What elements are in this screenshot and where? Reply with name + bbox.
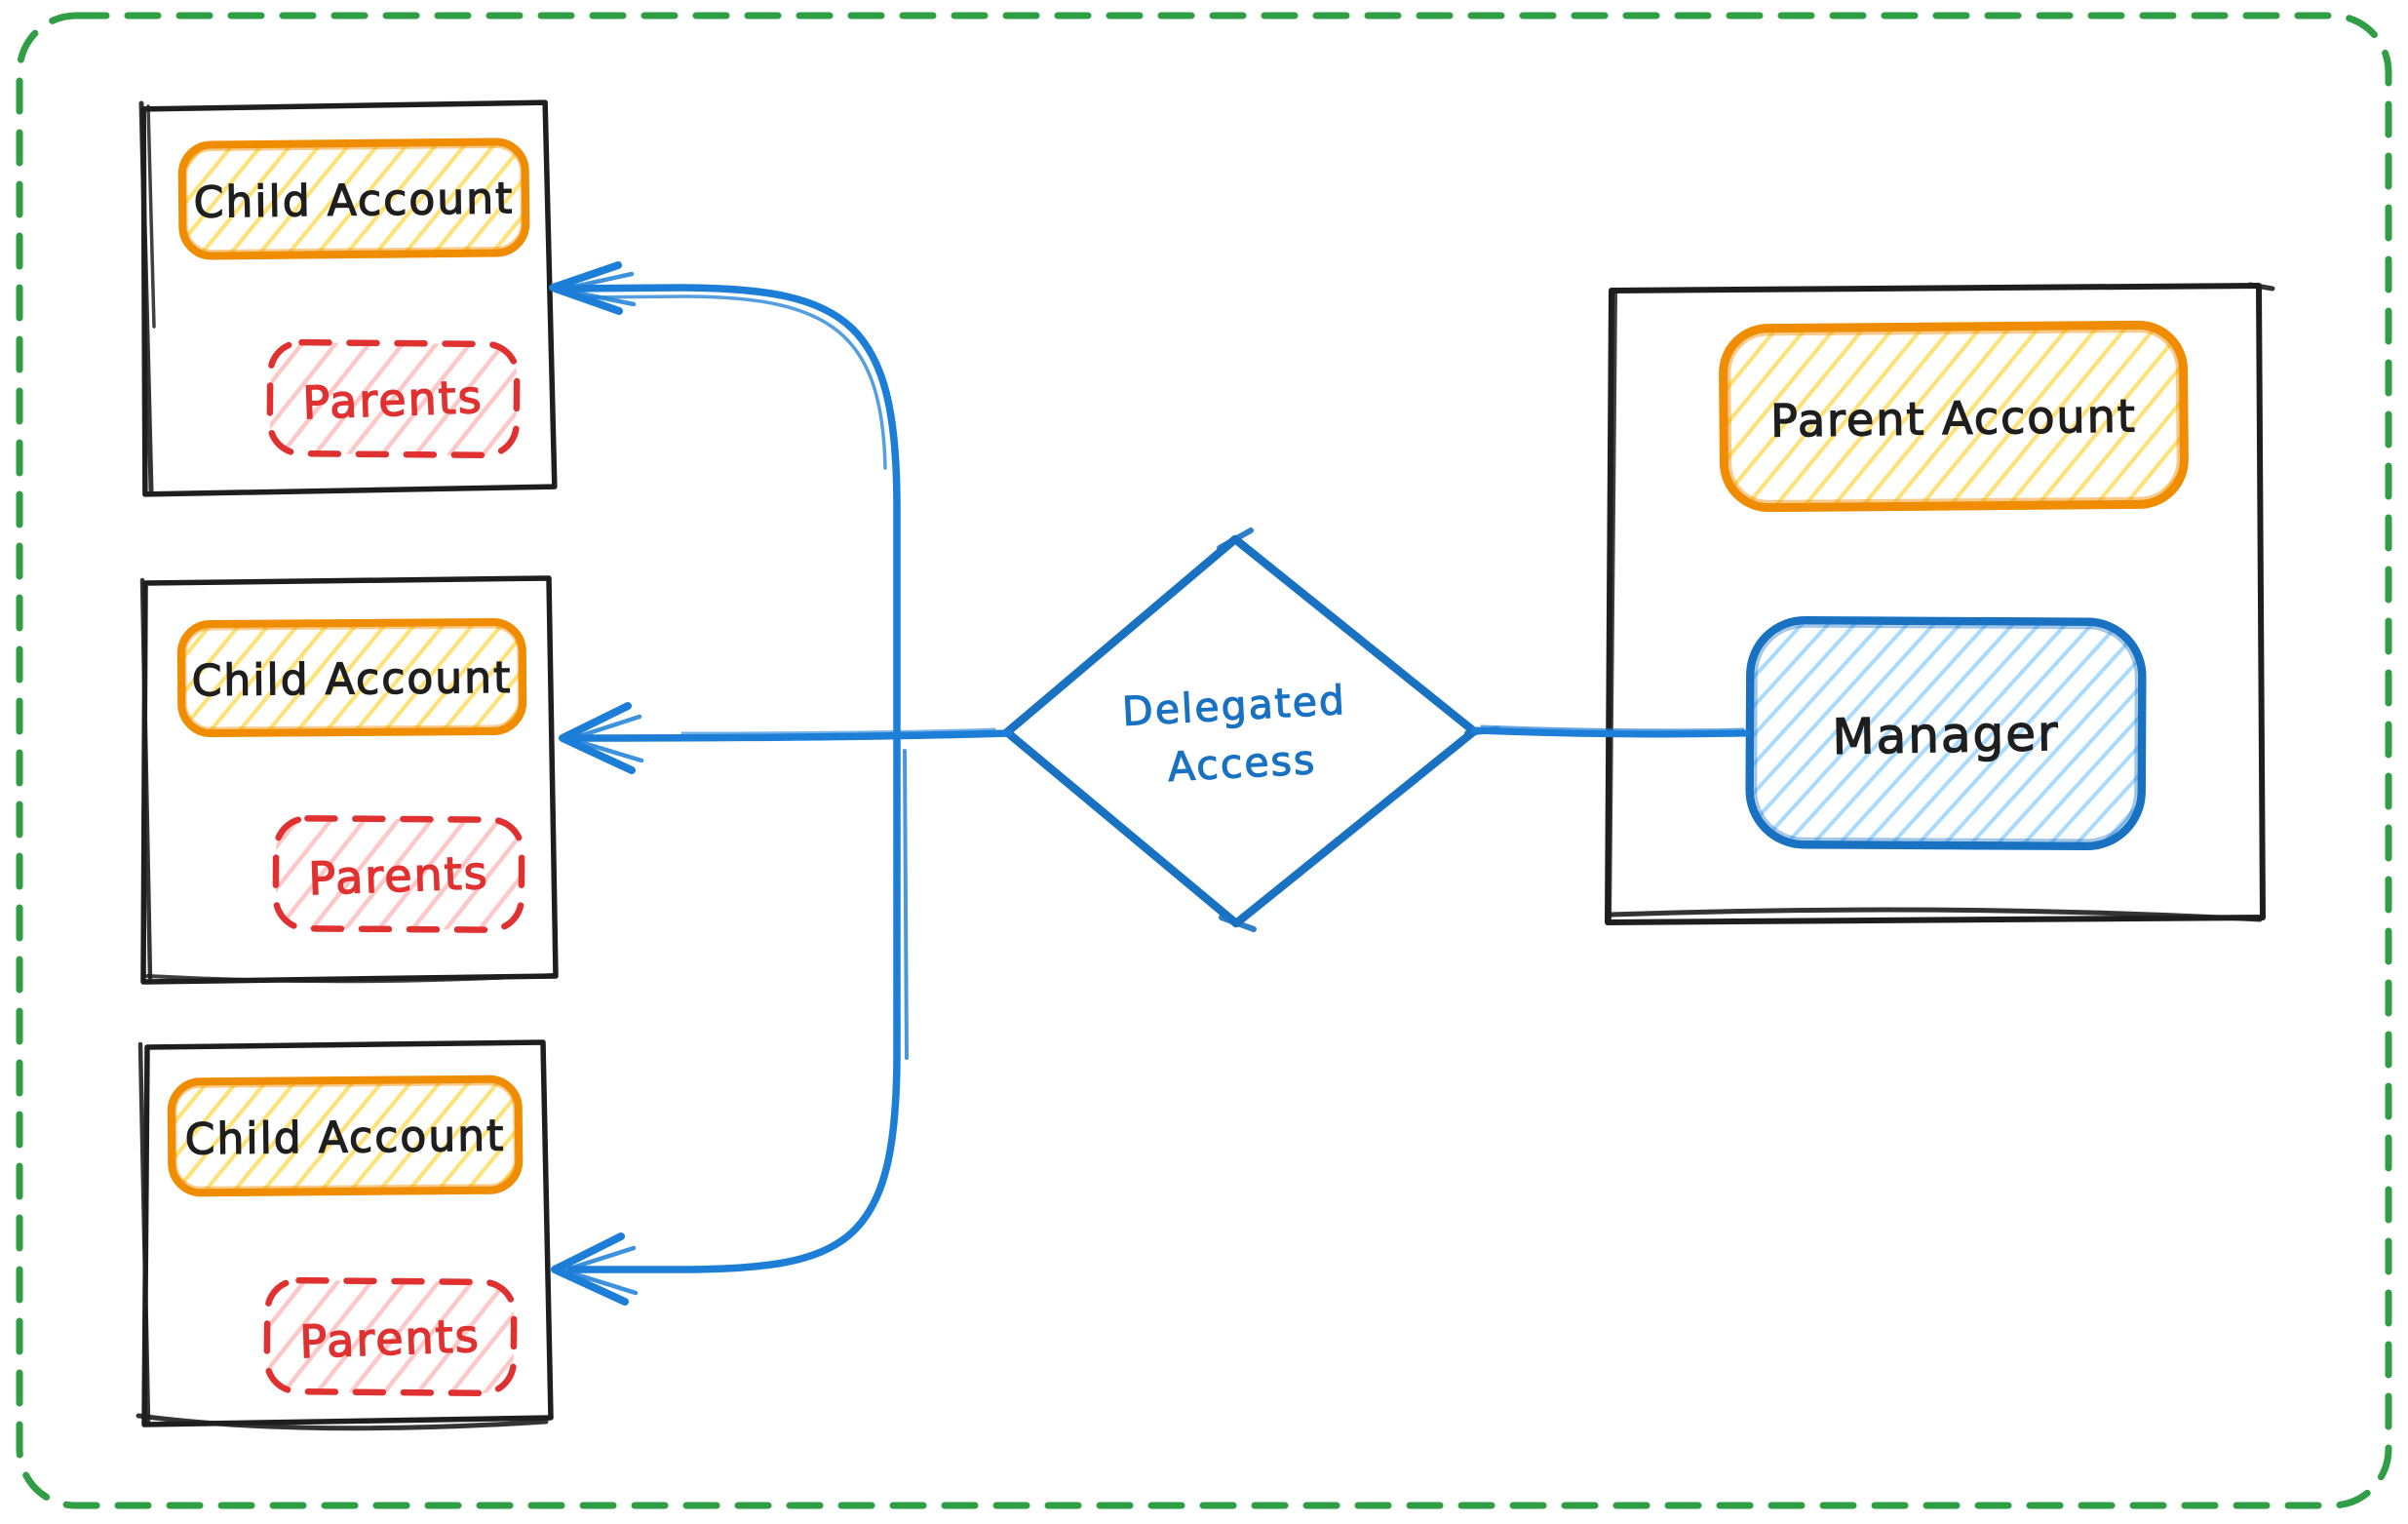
decision-label-line2: Access (1167, 736, 1318, 791)
arrow-to-child-2 (562, 729, 1013, 742)
parents-pill (263, 1276, 518, 1397)
parents-label: Parents (301, 371, 484, 429)
arrowhead-middle-overdraw (567, 714, 644, 763)
card-outline (1605, 283, 2266, 925)
manager-label: Manager (1832, 705, 2060, 765)
connectors (549, 261, 1751, 1306)
card-outline-overdraw (2247, 282, 2275, 292)
decision-diamond (1002, 534, 1479, 928)
decision-diamond-group: Delegated Access (1002, 528, 1500, 932)
child-account-pill-overdraw (183, 625, 521, 730)
arrowhead-bottom-overdraw (561, 1245, 639, 1296)
card-outline-overdraw (145, 973, 555, 984)
trunk-overdraw (583, 294, 887, 470)
canvas-dashed-border (16, 12, 2392, 1509)
card-outline-overdraw (138, 100, 154, 493)
arrowhead-top (549, 261, 623, 315)
arrow-branch-trunk (560, 284, 901, 1273)
parents-label: Parents (298, 1309, 481, 1368)
card-outline-overdraw (1608, 907, 2263, 922)
card-outline-overdraw (137, 1041, 151, 1425)
child-account-card-2: Child Account Parents (139, 575, 559, 985)
parents-label: Parents (307, 846, 489, 905)
parent-account-pill (1719, 320, 2189, 513)
arrowhead-middle (559, 702, 636, 774)
diamond-overdraw (1217, 528, 1254, 551)
card-outline-overdraw (1608, 291, 1617, 921)
decision-label-line1: Delegated (1121, 677, 1347, 735)
child-account-label: Child Account (193, 174, 514, 228)
arrowhead-top-overdraw (558, 271, 637, 307)
manager-node-overdraw (1754, 624, 2138, 842)
arrow-overdraw (680, 727, 996, 735)
card-outline (140, 99, 558, 497)
parent-account-label: Parent Account (1770, 389, 2137, 447)
parent-account-pill-overdraw (1727, 329, 2181, 504)
child-account-pill (177, 137, 530, 260)
child-account-card-1: Child Account Parents (138, 99, 558, 497)
child-account-pill-overdraw (174, 1082, 517, 1190)
arrowhead-bottom (551, 1232, 629, 1306)
card-outline-overdraw (136, 1413, 549, 1431)
child-account-label: Child Account (191, 653, 512, 706)
card-outline-overdraw (139, 577, 153, 982)
child-account-card-3: Child Account Parents (136, 1039, 554, 1431)
child-account-pill-overdraw (184, 144, 524, 254)
child-account-pill (167, 1075, 524, 1197)
child-account-label: Child Account (184, 1111, 505, 1164)
parent-account-card: Parent Account Manager (1605, 282, 2275, 925)
diamond-overdraw (1219, 915, 1257, 932)
card-outline-overdraw (146, 104, 156, 329)
trunk-overdraw (903, 749, 909, 1060)
parents-pill (272, 815, 525, 933)
parents-pill (266, 338, 521, 459)
child-account-pill (176, 617, 527, 738)
connector-manager-to-diamond (1470, 726, 1751, 738)
connector-overdraw (1480, 724, 1745, 732)
card-outline (140, 575, 559, 985)
